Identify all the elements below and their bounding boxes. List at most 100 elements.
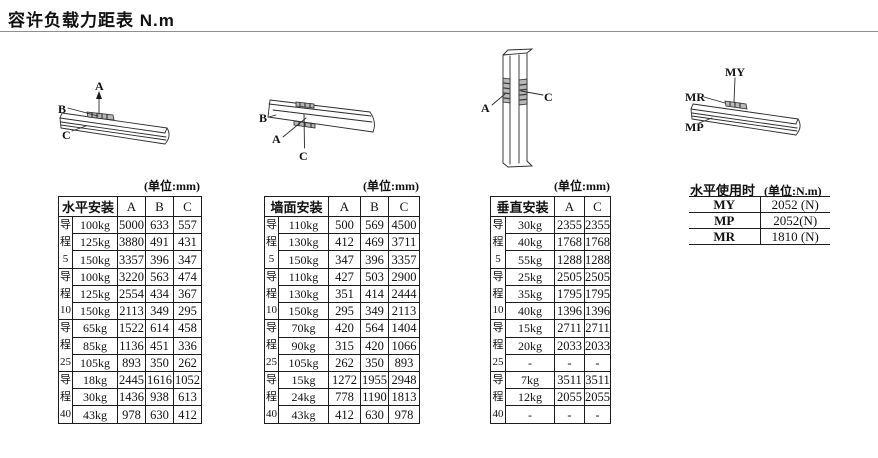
value-cell: 1768 [584, 233, 611, 252]
header-row: 墙面安装 A B C [264, 196, 420, 217]
load-cell: 7kg [505, 371, 555, 390]
value-cell: 2113 [117, 302, 146, 321]
load-cell: 150kg [278, 250, 329, 269]
load-cell: 150kg [72, 302, 118, 321]
label-mp-pointer [698, 117, 713, 124]
value-cell: 564 [360, 319, 389, 338]
value-cell: 1396 [554, 302, 585, 321]
column-header-c: C [173, 196, 202, 217]
value-cell: 350 [145, 353, 174, 373]
diagram-label-b: B [259, 111, 267, 125]
value-cell: 1955 [360, 371, 389, 390]
diagram-label-my: MY [725, 65, 745, 79]
value-cell: 2711 [584, 319, 611, 338]
value-cell: 1616 [145, 371, 174, 390]
column-header-b: B [145, 196, 174, 217]
value-cell: 1272 [328, 371, 361, 390]
table-title: 水平安装 [58, 196, 118, 217]
column-header-a: A [117, 196, 146, 217]
value-cell: 5000 [117, 215, 146, 235]
value-cell: 1404 [388, 319, 420, 338]
unit-label: (单位:mm) [363, 179, 419, 193]
value-cell: 474 [173, 267, 202, 286]
load-cell: 100kg [72, 267, 118, 286]
value-cell: 2445 [117, 371, 146, 390]
value-cell: 569 [360, 215, 389, 235]
rail-drawing [502, 48, 534, 168]
table-title: 垂直安装 [490, 196, 555, 217]
load-cell: 18kg [72, 371, 118, 390]
column-header-b: B [360, 196, 389, 217]
moment-table-header: 水平使用时 (单位:N.m) [690, 180, 822, 199]
load-cell: 130kg [278, 284, 329, 304]
value-cell: 893 [388, 353, 420, 373]
value-cell: 351 [328, 284, 361, 304]
value-cell: 1436 [117, 388, 146, 407]
value-cell: 412 [328, 405, 361, 424]
load-cell: 12kg [505, 388, 555, 407]
value-cell: 431 [173, 233, 202, 252]
value-cell: 420 [360, 336, 389, 355]
value-cell: 2948 [388, 371, 420, 390]
table-row: --- [491, 405, 611, 424]
load-cell: 40kg [505, 233, 555, 252]
value-cell: 1396 [584, 302, 611, 321]
unit-label: (单位:N.m) [764, 184, 822, 198]
load-cell: 40kg [505, 302, 555, 321]
label-a-pointer [491, 93, 506, 106]
load-cell: 43kg [278, 405, 329, 424]
load-cell: 125kg [72, 233, 118, 252]
header-row: 垂直安装 A C [490, 196, 611, 217]
load-cell: 110kg [278, 215, 329, 235]
carriage-block [86, 111, 115, 121]
value-cell: 412 [173, 405, 202, 424]
value-cell: 630 [360, 405, 389, 424]
value-cell: 3880 [117, 233, 146, 252]
load-cell: 24kg [278, 388, 329, 407]
value-cell: 396 [145, 250, 174, 269]
value-cell: 1190 [360, 388, 389, 407]
value-cell: 1795 [554, 284, 585, 304]
value-cell: 3711 [388, 233, 420, 252]
value-cell: 2055 [554, 388, 585, 407]
load-cell: 15kg [505, 319, 555, 338]
value-cell: 347 [328, 250, 361, 269]
value-cell: - [554, 353, 585, 373]
rail-drawing [59, 112, 170, 145]
load-cell: 130kg [278, 233, 329, 252]
value-cell: 315 [328, 336, 361, 355]
rail-drawing [690, 103, 801, 136]
column-header-c: C [388, 196, 420, 217]
load-cell: 35kg [505, 284, 555, 304]
value-cell: 2113 [388, 302, 420, 321]
value-cell: 1288 [584, 250, 611, 269]
value-cell: 563 [145, 267, 174, 286]
value-cell: 295 [328, 302, 361, 321]
value-cell: 412 [328, 233, 361, 252]
value-cell: 396 [360, 250, 389, 269]
value-cell: 1768 [554, 233, 585, 252]
label-b-pointer [268, 114, 277, 118]
